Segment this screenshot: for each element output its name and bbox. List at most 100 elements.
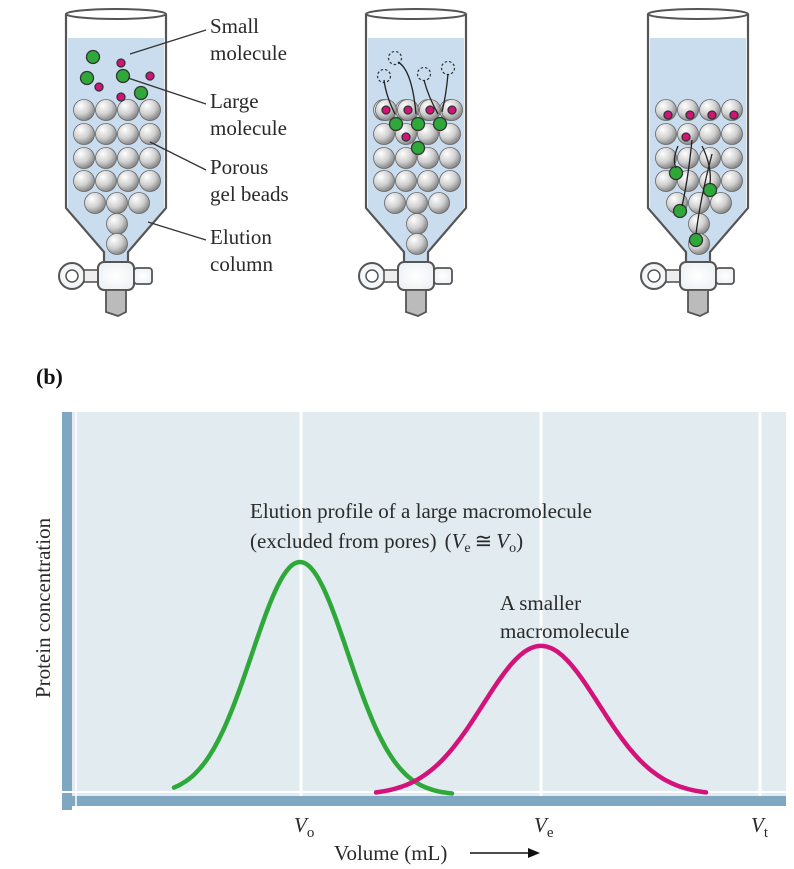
gel-bead	[117, 147, 139, 169]
gel-bead	[373, 170, 395, 192]
gel-bead	[721, 170, 743, 192]
plot-area	[68, 412, 786, 798]
label-beads-2: gel beads	[210, 182, 289, 206]
column-labels: Small molecule Large molecule Porous gel…	[127, 14, 289, 276]
large-molecule	[410, 140, 426, 156]
annotation-small-1: A smaller	[500, 591, 581, 615]
label-large-1: Large	[210, 89, 259, 113]
gel-bead	[139, 147, 161, 169]
gel-bead	[128, 192, 150, 214]
small-molecule	[116, 92, 126, 102]
gel-bead	[406, 213, 428, 235]
flow-arrow	[695, 153, 713, 235]
label-small-1: Small	[210, 14, 259, 38]
x-axis	[62, 796, 786, 806]
gel-bead	[139, 123, 161, 145]
large-molecule	[410, 116, 426, 132]
gel-bead	[710, 192, 732, 214]
flow-arrow	[681, 139, 693, 207]
tick-ve: Ve	[534, 813, 554, 841]
gel-bead	[117, 170, 139, 192]
large-molecule	[702, 182, 718, 198]
small-molecule	[707, 110, 717, 120]
gel-bead	[84, 192, 106, 214]
gel-bead	[677, 147, 699, 169]
large-molecule	[432, 116, 448, 132]
gel-bead	[73, 99, 95, 121]
large-molecule	[388, 116, 404, 132]
series-large-macromolecule	[171, 559, 455, 796]
label-small-2: molecule	[210, 41, 287, 65]
label-column-2: column	[210, 252, 273, 276]
gel-bead	[395, 147, 417, 169]
stopcock-body	[97, 261, 135, 291]
tick-vo: Vo	[294, 813, 314, 841]
flow-arrow	[673, 145, 679, 169]
gel-bead	[406, 192, 428, 214]
column-3	[640, 8, 750, 317]
gel-bead	[373, 123, 395, 145]
large-molecule	[688, 232, 704, 248]
gel-bead	[106, 213, 128, 235]
gel-bead	[406, 233, 428, 255]
gel-bead	[95, 99, 117, 121]
y-axis	[62, 412, 72, 810]
tick-vt: Vt	[751, 813, 769, 841]
y-axis-label: Protein concentration	[31, 517, 55, 698]
large-molecule	[79, 70, 95, 86]
column-stages	[58, 8, 750, 317]
gel-bead	[95, 170, 117, 192]
elution-chart: Elution profile of a large macromolecule…	[31, 412, 786, 865]
gel-bead	[139, 170, 161, 192]
small-molecule	[663, 110, 673, 120]
previous-position	[387, 50, 403, 66]
gel-bead	[95, 147, 117, 169]
gel-bead	[439, 170, 461, 192]
small-molecule	[729, 110, 739, 120]
large-molecule	[668, 165, 684, 181]
gel-bead	[395, 170, 417, 192]
x-axis-label: Volume (mL)	[334, 841, 447, 865]
column-outlet	[687, 289, 709, 317]
gel-bead	[73, 147, 95, 169]
series-smaller-macromolecule	[373, 643, 709, 795]
small-molecule	[425, 105, 435, 115]
label-column-1: Elution	[210, 225, 272, 249]
annotation-small-2: macromolecule	[500, 619, 629, 643]
small-molecule	[401, 132, 411, 142]
small-molecule	[685, 110, 695, 120]
gel-bead	[384, 192, 406, 214]
gel-bead	[106, 233, 128, 255]
gel-bead	[139, 99, 161, 121]
gel-bead	[439, 147, 461, 169]
stopcock-body	[397, 261, 435, 291]
gel-bead	[428, 192, 450, 214]
gel-bead	[655, 123, 677, 145]
gel-bead	[373, 147, 395, 169]
gel-bead	[73, 123, 95, 145]
column-2	[358, 8, 468, 317]
column-outlet	[405, 289, 427, 317]
small-molecule	[381, 105, 391, 115]
column-outlet	[105, 289, 127, 317]
small-molecule	[681, 132, 691, 142]
gel-bead	[417, 170, 439, 192]
column-1	[58, 8, 168, 317]
gel-bead	[699, 147, 721, 169]
gel-bead	[721, 123, 743, 145]
flow-arrow	[441, 73, 449, 113]
gel-bead	[117, 99, 139, 121]
large-molecule	[672, 203, 688, 219]
annotation-large-2: (excluded from pores)(Ve≅Vo)	[250, 529, 523, 556]
panel-b-tag: (b)	[36, 364, 63, 389]
flow-arrow	[397, 61, 417, 115]
label-large-2: molecule	[210, 116, 287, 140]
small-molecule	[403, 105, 413, 115]
gel-bead	[73, 170, 95, 192]
label-beads-1: Porous	[210, 155, 268, 179]
gel-bead	[95, 123, 117, 145]
gel-bead	[699, 123, 721, 145]
small-molecule	[145, 71, 155, 81]
annotation-large-1: Elution profile of a large macromolecule	[250, 499, 592, 523]
